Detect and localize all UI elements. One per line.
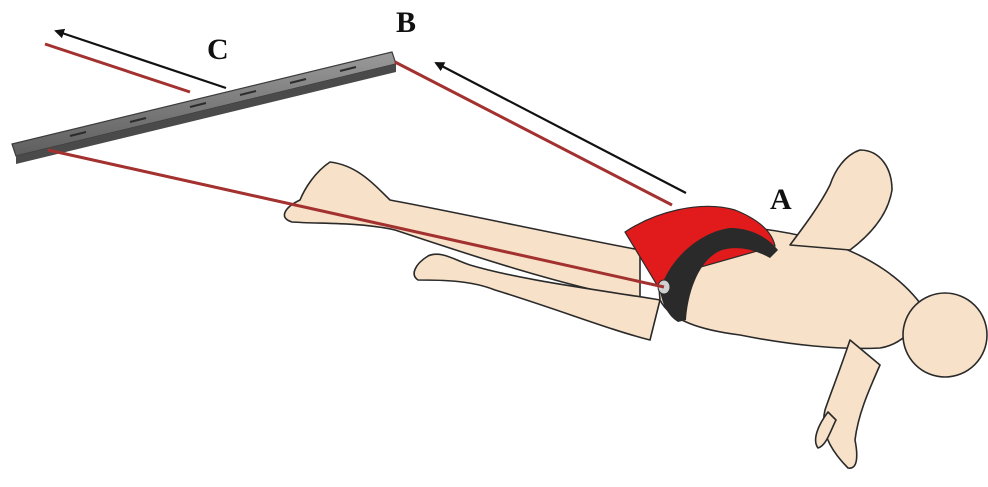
label-c: C bbox=[207, 35, 229, 65]
label-b: B bbox=[396, 8, 416, 38]
swimmer bbox=[284, 150, 987, 468]
arrow-b bbox=[436, 63, 686, 193]
label-a: A bbox=[770, 185, 792, 215]
arrow-c bbox=[56, 31, 226, 88]
bar bbox=[12, 52, 396, 164]
